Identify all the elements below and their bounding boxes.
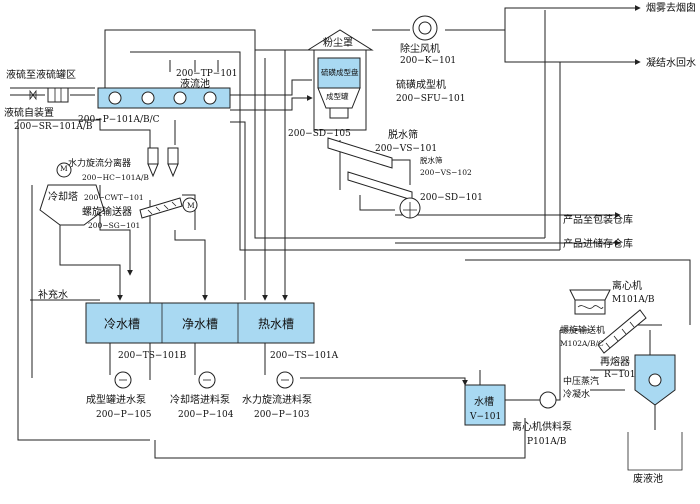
hopper-label: 成型罐 [326, 91, 349, 101]
water-tank-label: 水槽 [474, 395, 494, 408]
dust-hood-label: 粉尘罩 [323, 36, 353, 49]
screen-tag-2: 200−VS−102 [420, 168, 472, 177]
pump-103-name: 水力旋流进料泵 [242, 393, 312, 406]
centrifuge-pump-tag: P101A/B [527, 437, 567, 447]
makeup-water-label: 补充水 [38, 288, 68, 301]
hydrocyclone-tag: 200−HC−101A/B [82, 173, 149, 182]
condensate-label: 冷凝水 [563, 388, 590, 400]
forming-disk-label: 硫磺成型盘 [321, 67, 359, 77]
water-tank-v101 [464, 384, 506, 426]
motor-m-label-2: M [187, 201, 195, 210]
cold-tank-label: 冷水槽 [104, 317, 140, 331]
tank-tag-a: 200−TS−101A [270, 351, 339, 361]
centrifuge-pump-label: 离心机供料泵 [512, 420, 572, 433]
screw-conveyor [139, 197, 183, 219]
pump-p104 [198, 371, 216, 389]
remelter [634, 354, 676, 406]
dewatering-screen-1 [327, 137, 393, 169]
pump-105-tag: 200−P−105 [96, 410, 152, 420]
hydrocyclone-label: 水力旋流分离器 [68, 157, 131, 169]
cooling-tower-label: 冷却塔 [48, 190, 78, 203]
waste-pool-label: 废液池 [633, 472, 663, 485]
screw-conveyor-tag: 200−SG−101 [88, 221, 140, 230]
pump-p105 [114, 371, 132, 389]
product-to-packing-label: 产品至包装仓库 [563, 213, 633, 226]
liquid-sulfur-from-unit-label: 液硫自装置 [4, 106, 54, 119]
pump-104-name: 冷却塔进料泵 [170, 393, 230, 406]
liquid-sulfur-to-area-label: 液硫至液硫罐区 [6, 68, 76, 81]
dewatering-screen-2 [347, 171, 413, 201]
dust-fan [412, 15, 438, 41]
remelter-tag: R−101 [604, 370, 636, 380]
sump-pumps-tag: 200−P−101A/B/C [78, 115, 160, 125]
sump-tag: 200−TP−101 [176, 69, 238, 79]
dewatering-screen-label: 脱水筛 [388, 128, 418, 141]
dust-fan-label: 除尘风机 [400, 42, 440, 55]
flue-to-chimney-label: 烟雾去烟囱 [646, 1, 696, 14]
motor-icon [56, 162, 72, 178]
sd101-tag: 200−SD−101 [420, 193, 483, 203]
motor-m-label-1: M [60, 164, 68, 173]
water-tanks [85, 302, 315, 344]
liquid-sulfur-unit [47, 87, 69, 103]
dust-fan-tag: 200−K−101 [400, 56, 456, 66]
centrifuge [569, 289, 611, 315]
sulfur-forming-machine-label: 硫磺成型机 [396, 78, 446, 91]
cooling-tower [39, 184, 105, 226]
centrifuge-tag: M101A/B [612, 295, 655, 305]
dust-hood [306, 29, 374, 131]
screw-feeder-label: 螺旋输送机 [560, 324, 605, 336]
water-tank-tag: V−101 [469, 412, 501, 422]
sd101-pump [399, 197, 421, 219]
hot-tank-label: 热水槽 [258, 317, 294, 331]
screw-feeder-tag: M102A/B/C [560, 339, 604, 348]
liquid-sulfur-sump [97, 87, 231, 109]
valve-icon [29, 89, 37, 101]
sump-name: 液流池 [180, 77, 210, 90]
centrifuge-label: 离心机 [612, 279, 642, 292]
centrifuge-feed-pump [539, 391, 557, 409]
cooling-tower-tag: 200−CWT−101 [84, 193, 144, 202]
mid-pressure-steam-label: 中压蒸汽 [563, 375, 599, 387]
screw-feeder [597, 309, 647, 354]
pump-104-tag: 200−P−104 [178, 410, 234, 420]
hydrocyclone [147, 147, 179, 178]
screen-tag-1: 200−VS−101 [375, 144, 437, 154]
screw-conveyor-label: 螺旋输送器 [82, 205, 132, 218]
pump-103-tag: 200−P−103 [254, 410, 310, 420]
remelter-label: 再熔器 [600, 355, 630, 368]
tank-tag-b: 200−TS−101B [118, 351, 187, 361]
pump-105-name: 成型罐进水泵 [86, 393, 146, 406]
product-to-storage-label: 产品进储存仓库 [563, 237, 633, 250]
clean-tank-label: 净水槽 [182, 317, 218, 331]
unit-tag: 200−SR−101A/B [14, 122, 93, 132]
condensate-return-label: 凝结水回水 [646, 56, 696, 69]
sulfur-forming-machine-tag: 200−SFU−101 [396, 94, 465, 104]
screen-name-2: 脱水筛 [420, 155, 443, 165]
pump-p103 [276, 371, 294, 389]
drain-sd105-tag: 200−SD−105 [288, 129, 351, 139]
waste-pool [627, 432, 683, 471]
motor-icon [182, 197, 198, 213]
